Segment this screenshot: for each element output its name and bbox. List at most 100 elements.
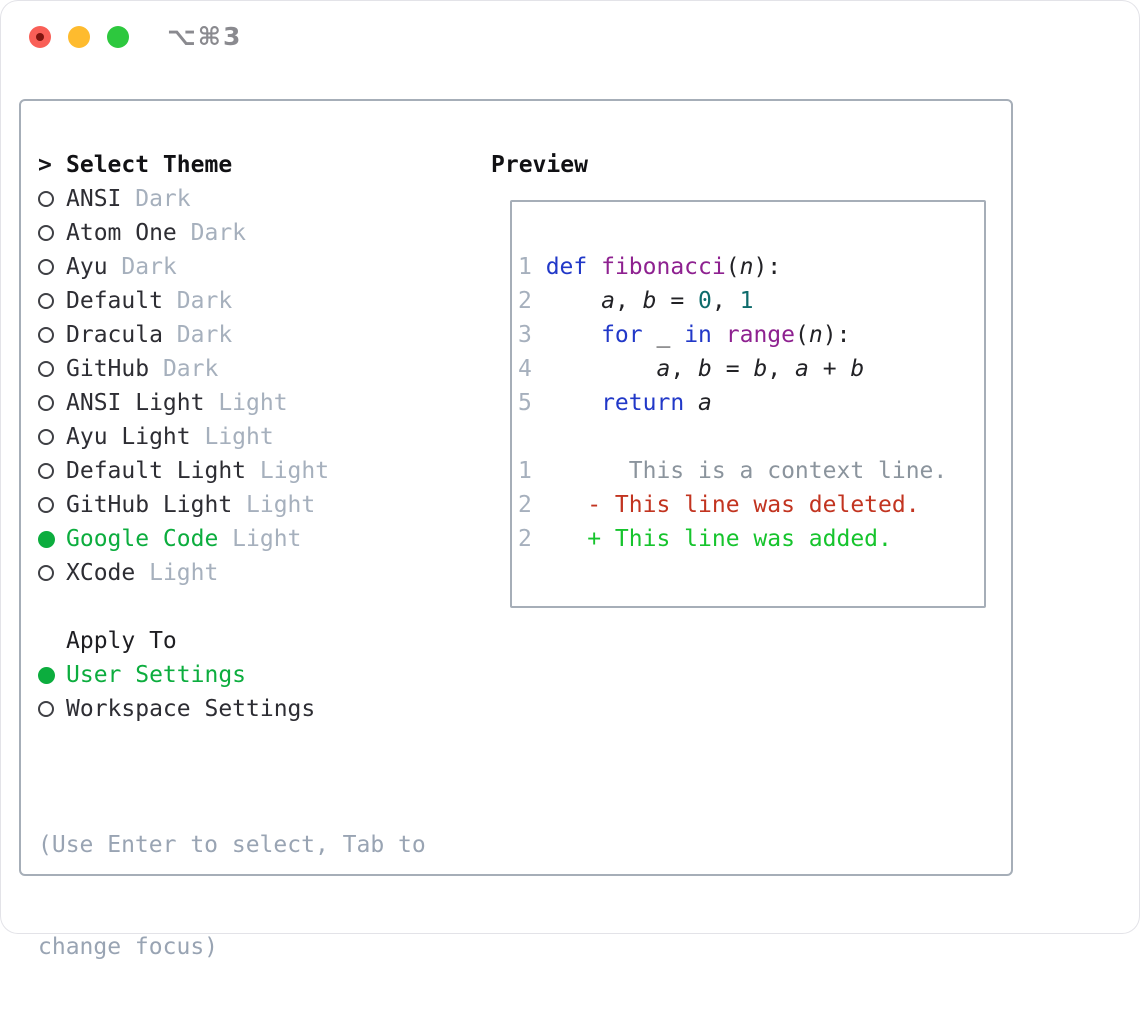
line-number: 1 [518,454,546,488]
token-var: b [850,356,864,382]
token-var: b [698,356,712,382]
radio-unselected-icon [38,463,54,479]
apply-option[interactable]: User Settings [38,658,315,692]
token-var: n [740,254,754,280]
token-pl: , [670,356,698,382]
code-line [518,420,982,454]
theme-name: Dracula [66,322,163,348]
token-var: a [795,356,809,382]
code-text: - This line was deleted. [546,492,920,518]
token-var: a [656,356,670,382]
line-number: 4 [518,352,546,386]
theme-name: GitHub [66,356,149,382]
line-number: 2 [518,488,546,522]
token-var: _ [656,322,670,348]
token-pl: , [615,288,643,314]
code-text: This is a context line. [546,458,948,484]
zoom-button[interactable] [107,26,129,48]
radio-unselected-icon [38,395,54,411]
select-theme-label: Select Theme [66,152,232,178]
theme-name: Google Code [66,526,218,552]
token-var: b [753,356,767,382]
token-del: - This line was deleted. [546,492,920,518]
theme-name: ANSI [66,186,121,212]
theme-name: Ayu [66,254,108,280]
radio-unselected-icon [38,361,54,377]
apply-to-label: Apply To [66,628,177,654]
line-number: 1 [518,250,546,284]
line-number: 2 [518,522,546,556]
token-num: 1 [740,288,754,314]
token-pl [643,322,657,348]
theme-variant: Dark [191,220,246,246]
radio-unselected-icon [38,259,54,275]
code-line: 4 a, b = b, a + b [518,352,982,386]
token-pl [546,356,657,382]
close-button[interactable] [29,26,51,48]
code-line: 5 return a [518,386,982,420]
token-pl: ( [726,254,740,280]
token-pl [587,254,601,280]
token-pl: , [712,288,740,314]
token-kw: def [546,254,588,280]
titlebar [29,26,129,48]
theme-variant: Light [218,390,287,416]
prompt-icon: > [38,152,52,178]
radio-unselected-icon [38,565,54,581]
token-pl [546,390,601,416]
token-fn: fibonacci [601,254,726,280]
theme-variant: Light [232,526,301,552]
radio-unselected-icon [38,225,54,241]
radio-selected-icon [38,667,55,684]
code-text: def fibonacci(n): [546,254,781,280]
token-kw: return [601,390,684,416]
code-text: for _ in range(n): [546,322,851,348]
token-pl: = [657,288,699,314]
code-text: + This line was added. [546,526,892,552]
theme-variant: Light [149,560,218,586]
token-pl [670,322,684,348]
token-pl: , [767,356,795,382]
theme-option[interactable]: ANSI Light Light [38,386,329,420]
apply-option[interactable]: Workspace Settings [38,692,315,726]
token-pl [546,288,601,314]
theme-option[interactable]: Google Code Light [38,522,329,556]
token-pl [684,390,698,416]
token-var: a [601,288,615,314]
theme-variant: Light [260,458,329,484]
radio-unselected-icon [38,701,54,717]
token-pl [712,322,726,348]
radio-unselected-icon [38,327,54,343]
token-kw: in [684,322,712,348]
theme-name: ANSI Light [66,390,204,416]
theme-option[interactable]: Atom One Dark [38,216,329,250]
theme-name: Atom One [66,220,177,246]
code-line: 3 for _ in range(n): [518,318,982,352]
theme-variant: Dark [121,254,176,280]
theme-name: GitHub Light [66,492,232,518]
minimize-button[interactable] [68,26,90,48]
code-text: a, b = 0, 1 [546,288,754,314]
token-var: a [698,390,712,416]
token-pl: + [809,356,851,382]
select-theme-header: > Select Theme [38,148,329,182]
help-line-1: (Use Enter to select, Tab to [38,828,426,862]
theme-option[interactable]: XCode Light [38,556,329,590]
token-add: + This line was added. [546,526,892,552]
theme-option[interactable]: Ayu Dark [38,250,329,284]
theme-name: XCode [66,560,135,586]
window-title: ⌥⌘3 [167,22,242,51]
